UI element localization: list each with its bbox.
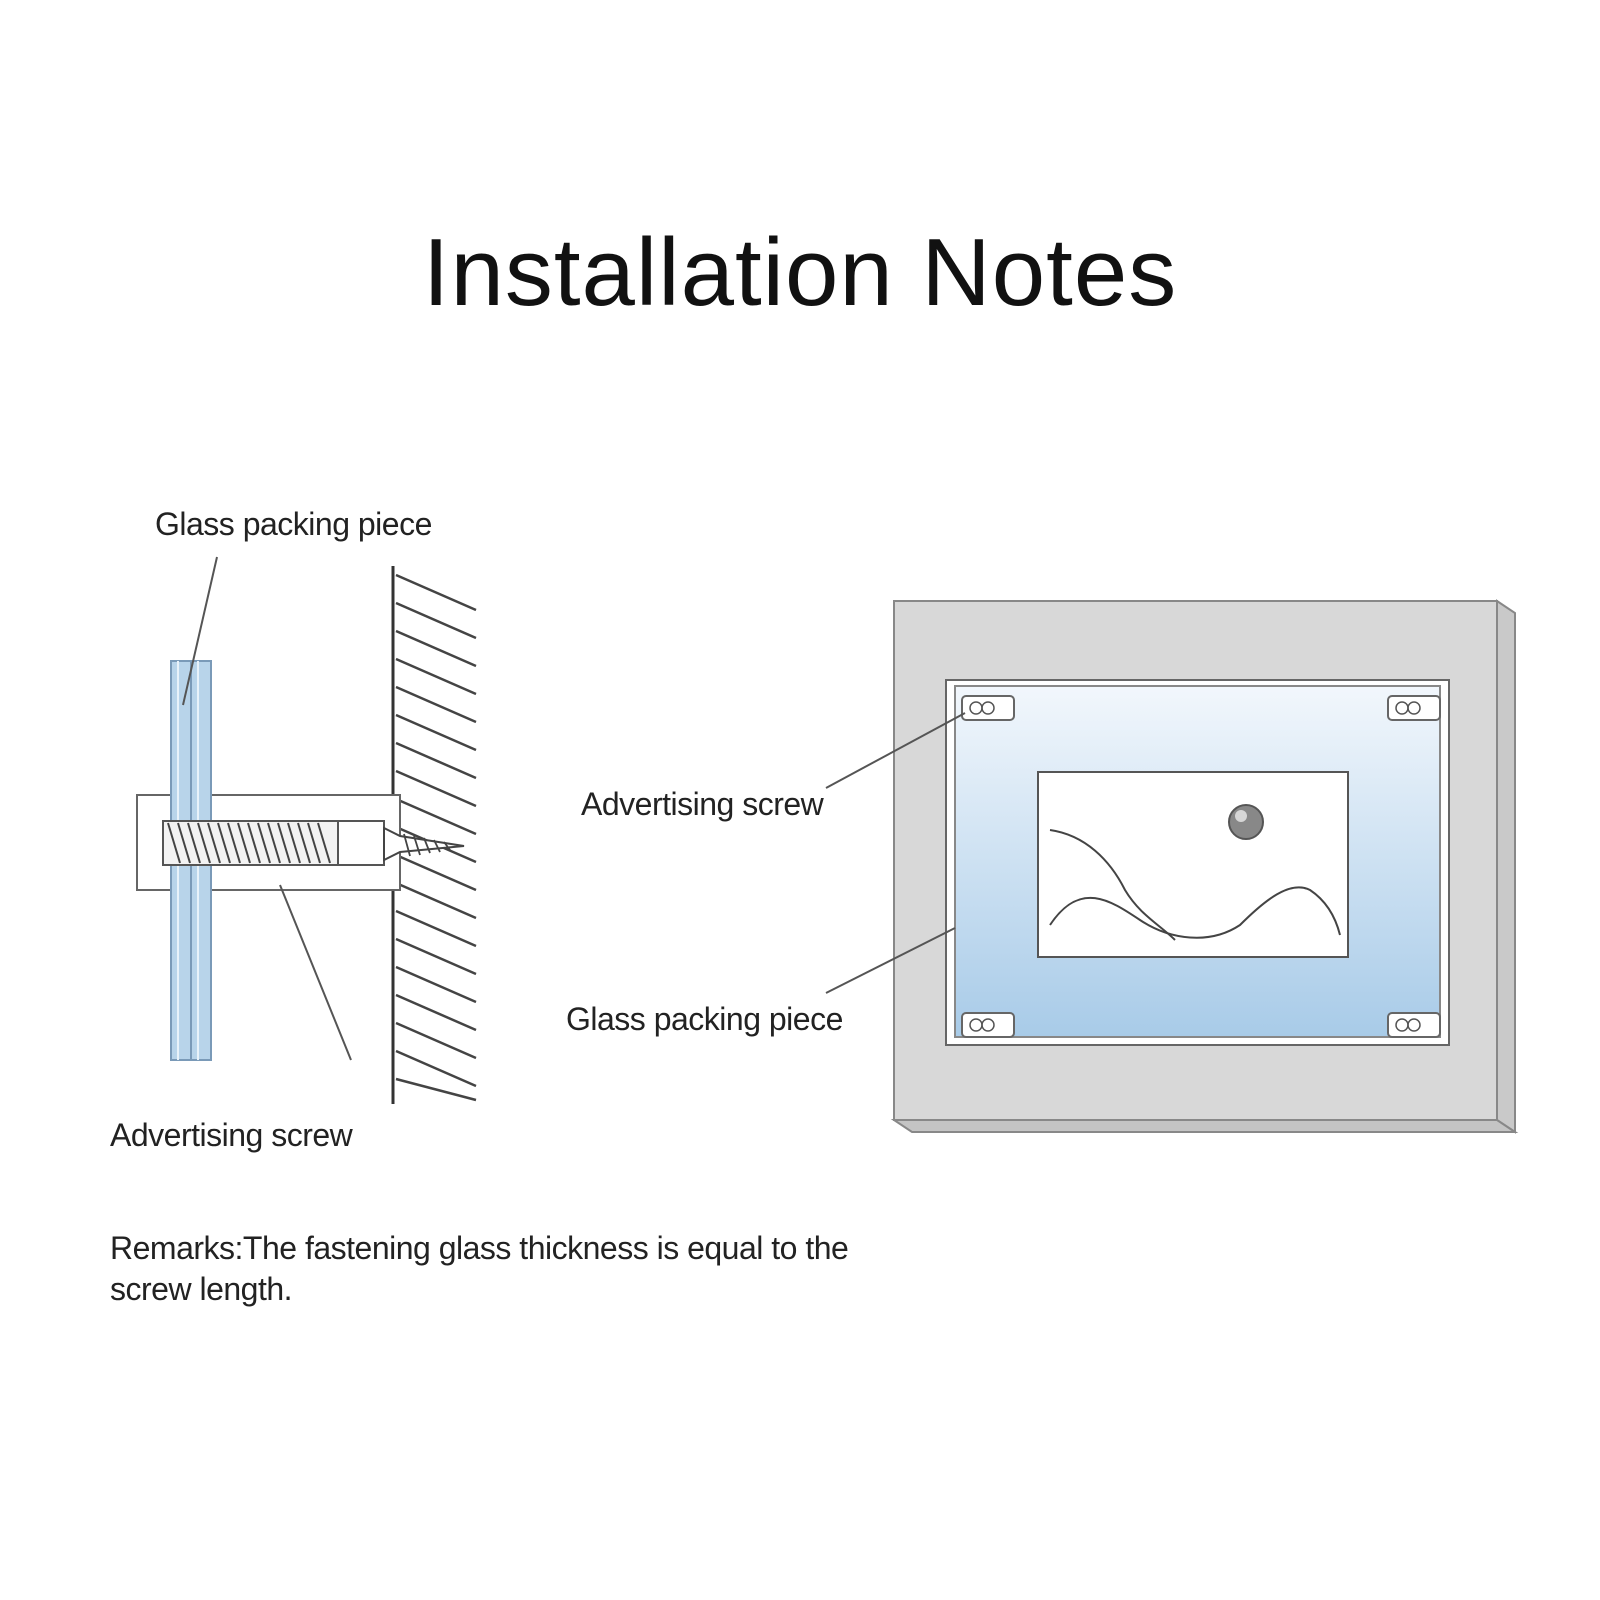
label-advertising-screw-side: Advertising screw [110,1117,353,1153]
leader-glass-right [825,927,956,994]
front-view [825,599,1519,1134]
side-view [136,556,477,1104]
leader-glass-top [182,556,218,706]
leader-screw-right [825,712,966,789]
poster-image [1037,771,1349,958]
wall-screw [383,826,465,862]
screw-thread [162,820,385,866]
leader-screw-bottom [279,884,352,1061]
label-advertising-screw-front: Advertising screw [581,786,824,822]
remarks-note: Remarks:The fastening glass thickness is… [110,1230,849,1307]
page-title: Installation Notes [422,219,1178,326]
label-glass-packing-piece-side: Glass packing piece [155,506,432,542]
wall [391,566,477,1104]
label-glass-packing-piece-front: Glass packing piece [566,1001,843,1037]
